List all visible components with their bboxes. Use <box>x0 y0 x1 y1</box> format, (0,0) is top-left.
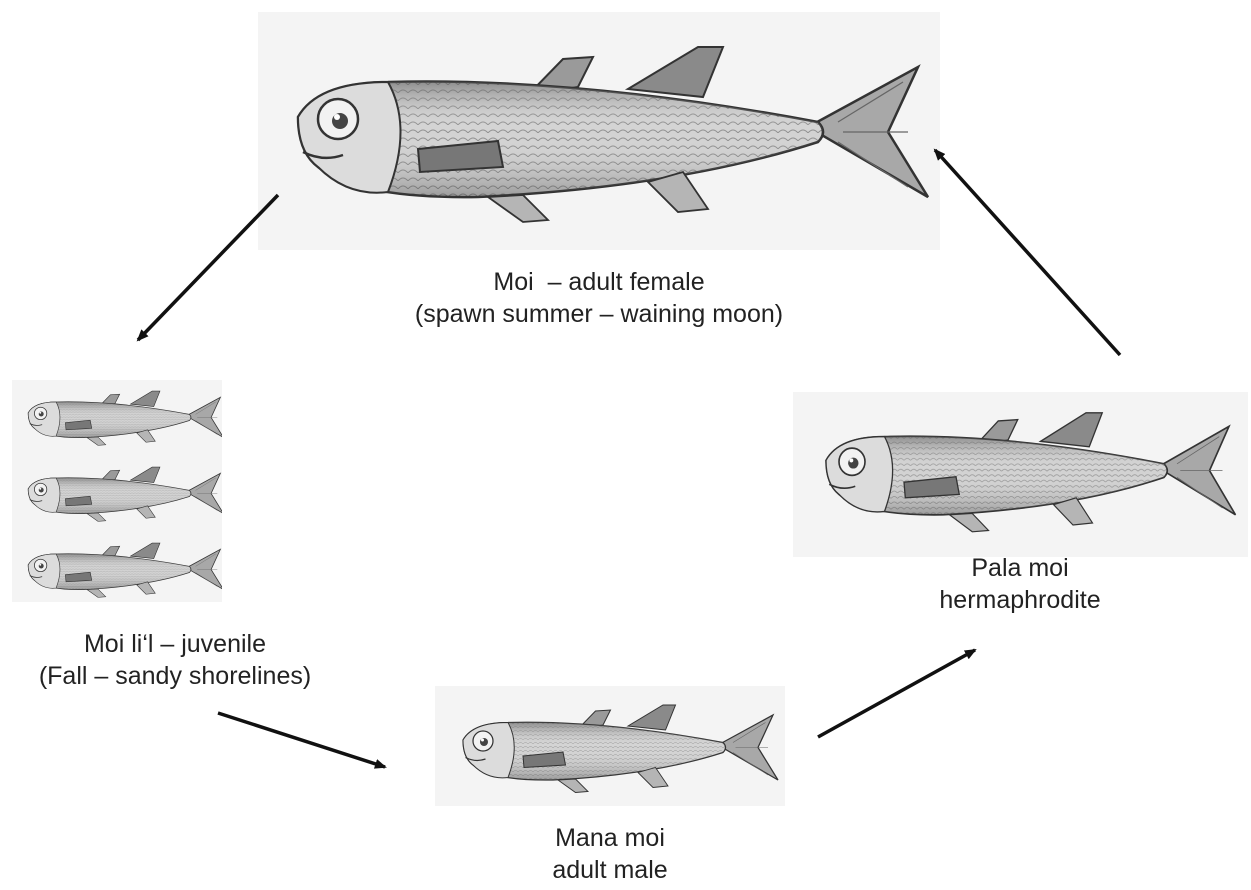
adult-male-label: Mana moi adult male <box>460 822 760 886</box>
fish-illustration-icon <box>793 392 1248 557</box>
fish-illustration-icon <box>12 380 222 602</box>
hermaphrodite-name: Pala moi <box>870 552 1170 584</box>
hermaphrodite-fish <box>793 392 1248 557</box>
juvenile-note: (Fall – sandy shorelines) <box>0 660 350 692</box>
adult-female-name: Moi – adult female <box>349 266 849 298</box>
arrow-juvenile-to-male <box>218 713 385 767</box>
adult-female-fish <box>258 12 940 250</box>
juvenile-name: Moi li‘l – juvenile <box>0 628 350 660</box>
adult-male-note: adult male <box>460 854 760 886</box>
hermaphrodite-label: Pala moi hermaphrodite <box>870 552 1170 616</box>
fish-illustration-icon <box>435 686 785 806</box>
arrow-female-to-juvenile <box>138 195 278 340</box>
adult-female-label: Moi – adult female (spawn summer – waini… <box>349 266 849 330</box>
adult-female-note: (spawn summer – waining moon) <box>349 298 849 330</box>
adult-male-fish <box>435 686 785 806</box>
juvenile-label: Moi li‘l – juvenile (Fall – sandy shorel… <box>0 628 350 692</box>
arrow-hermaphrodite-to-female <box>935 150 1120 355</box>
hermaphrodite-note: hermaphrodite <box>870 584 1170 616</box>
arrow-male-to-hermaphrodite <box>818 650 975 737</box>
fish-illustration-icon <box>258 12 940 250</box>
juvenile-fish-group <box>12 380 222 602</box>
adult-male-name: Mana moi <box>460 822 760 854</box>
